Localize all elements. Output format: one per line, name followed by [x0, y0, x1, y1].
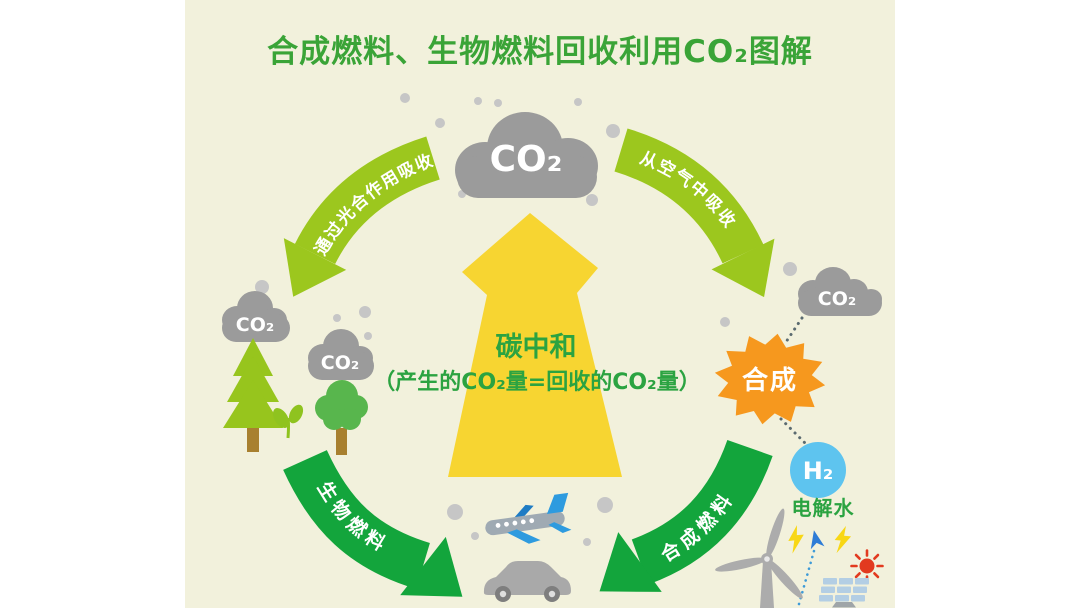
carbon-neutral-title: 碳中和: [496, 332, 577, 363]
pine-tree-icon: [223, 338, 283, 452]
co2-cloud-left-2: CO₂: [308, 329, 374, 380]
dotted-line-synthesis-to-h2: [779, 417, 810, 448]
car-icon: [483, 561, 571, 602]
solar-panel-icon: [819, 578, 869, 608]
co2-cloud-left-1-label: CO₂: [236, 314, 274, 336]
page-title: 合成燃料、生物燃料回收利用CO₂图解: [267, 34, 813, 70]
hydrogen-label: H₂: [803, 457, 834, 485]
lightning-icons: [788, 525, 852, 554]
starburst-icon: [714, 333, 826, 425]
co2-cloud-left-2-label: CO₂: [321, 352, 359, 374]
airplane-icon: [485, 492, 572, 544]
co2-cloud-main-label: CO₂: [490, 139, 563, 180]
arrow-photosynthesis: 通过光合作用吸收: [283, 136, 441, 297]
diagram-svg: 合成燃料、生物燃料回收利用CO₂图解 通过光合作用吸收 从空气中吸收: [222, 34, 884, 608]
wind-turbine-icon: [715, 508, 803, 608]
arrow-air-capture: 从空气中吸收: [614, 128, 775, 298]
lightning-icon: [788, 525, 804, 554]
arrow-biofuel: 生物燃料: [283, 449, 463, 597]
sun-icon: [850, 549, 884, 583]
arrowhead: [400, 536, 463, 597]
h2-circle-icon: [790, 442, 846, 498]
diagram-canvas: 合成燃料、生物燃料回收利用CO₂图解 通过光合作用吸收 从空气中吸收: [185, 0, 895, 608]
electricity-arrow-icon: [810, 530, 825, 550]
lightning-icon: [834, 525, 852, 554]
synthesis-label: 合成: [742, 365, 798, 396]
co2-cloud-right: CO₂: [798, 267, 882, 316]
co2-cloud-right-label: CO₂: [818, 288, 856, 310]
synthesis-burst: 合成: [714, 333, 826, 425]
arrowhead: [599, 532, 662, 592]
dotted-connectors: [779, 316, 810, 448]
hydrogen-node: H₂: [790, 442, 846, 498]
arrowhead: [283, 238, 347, 297]
sprout-icon: [272, 404, 304, 439]
co2-cloud-left-1: CO₂: [222, 291, 290, 342]
arrowhead: [711, 238, 775, 298]
tree-icon: [315, 380, 368, 455]
dotted-line-cloud-to-synthesis: [782, 316, 804, 347]
co2-cloud-main: CO₂: [455, 112, 598, 198]
carbon-neutral-equation: （产生的CO₂量=回收的CO₂量）: [373, 369, 700, 395]
up-arrow: [448, 213, 622, 477]
electrolysis-label: 电解水: [792, 496, 855, 520]
